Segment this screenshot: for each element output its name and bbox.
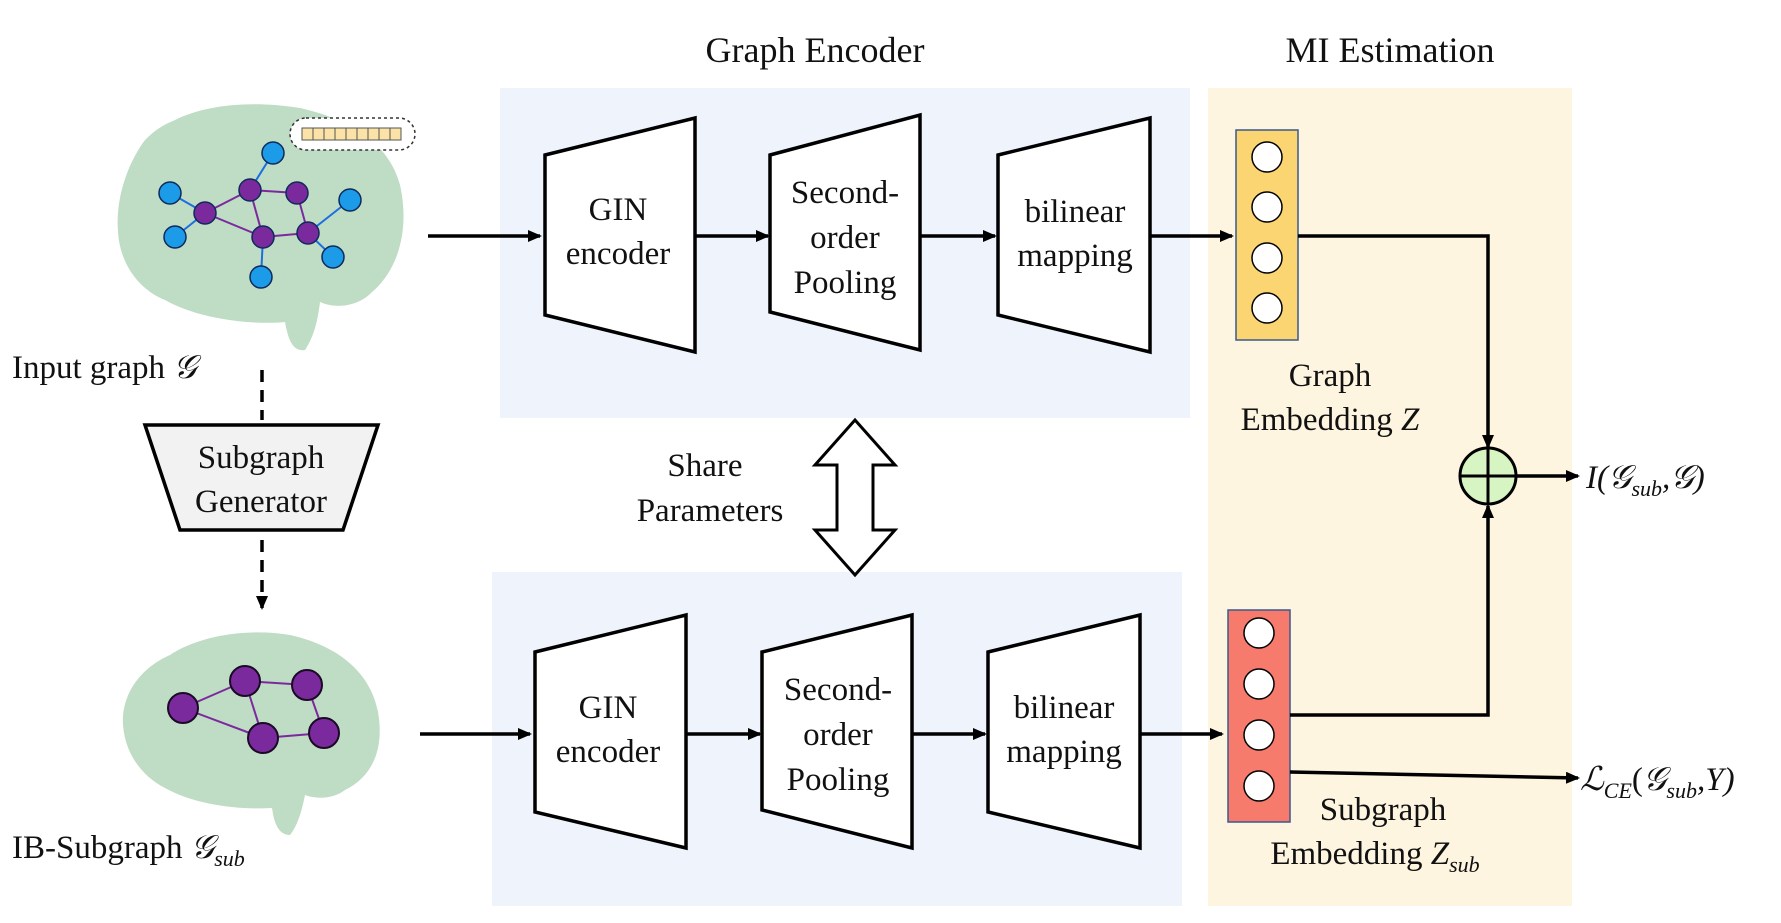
- embedding-unit: [1243, 668, 1275, 700]
- graph-embedding-label-line2: Embedding Z: [1241, 402, 1420, 438]
- ib-subgraph-brain: [122, 632, 380, 835]
- graph-node: [193, 201, 217, 225]
- node-feature-vector: [289, 117, 416, 151]
- second-order-pooling-bottom: Second- order Pooling: [760, 612, 914, 851]
- graph-encoder-title: Graph Encoder: [706, 30, 925, 70]
- svg-text:Subgraph: Subgraph: [198, 440, 325, 476]
- embedding-unit: [1243, 719, 1275, 751]
- feature-cell: [389, 127, 402, 141]
- graph-node: [249, 265, 273, 289]
- input-graph-label: Input graph 𝒢: [12, 350, 202, 386]
- feature-cell: [312, 127, 325, 141]
- svg-text:Generator: Generator: [195, 484, 327, 520]
- graph-node: [238, 178, 262, 202]
- graph-embedding-label-line1: Graph: [1289, 358, 1372, 394]
- mi-output-label: I(𝒢sub,𝒢): [1585, 460, 1705, 501]
- svg-text:Pooling: Pooling: [794, 265, 897, 301]
- svg-text:encoder: encoder: [566, 236, 670, 272]
- graph-node: [285, 181, 309, 205]
- embedding-unit: [1243, 617, 1275, 649]
- svg-text:order: order: [803, 717, 873, 753]
- embedding-unit: [1251, 141, 1283, 173]
- embedding-unit: [1251, 292, 1283, 324]
- feature-cell: [345, 127, 358, 141]
- svg-text:Second-: Second-: [791, 175, 899, 211]
- second-order-pooling-top: Second- order Pooling: [768, 112, 922, 353]
- graph-node: [247, 722, 279, 754]
- share-double-arrow-icon: [811, 417, 899, 578]
- svg-text:order: order: [810, 220, 880, 256]
- graph-node: [308, 717, 340, 749]
- feature-cell: [356, 127, 369, 141]
- feature-cell: [301, 127, 314, 141]
- graph-node: [296, 221, 320, 245]
- share-parameters: Share Parameters: [637, 417, 899, 578]
- ib-subgraph-label: IB-Subgraph 𝒢sub: [12, 830, 245, 871]
- bilinear-mapping-top: bilinear mapping: [996, 115, 1152, 355]
- feature-cell: [334, 127, 347, 141]
- svg-text:bilinear: bilinear: [1025, 194, 1126, 230]
- graph-node: [229, 665, 261, 697]
- input-graph-nodes: [158, 141, 362, 289]
- graph-node: [261, 141, 285, 165]
- subgraph-embedding-label-line1: Subgraph: [1320, 792, 1447, 828]
- feature-cells: [301, 127, 402, 141]
- graph-node: [251, 225, 275, 249]
- feature-cell: [367, 127, 380, 141]
- ce-output-label: ℒCE(𝒢sub,Y): [1580, 762, 1735, 803]
- svg-text:encoder: encoder: [556, 734, 660, 770]
- embedding-unit: [1243, 770, 1275, 802]
- svg-text:mapping: mapping: [1006, 734, 1121, 770]
- feature-cell: [378, 127, 391, 141]
- svg-text:GIN: GIN: [589, 192, 648, 228]
- svg-text:bilinear: bilinear: [1014, 690, 1115, 726]
- svg-text:Pooling: Pooling: [787, 762, 890, 798]
- connector-graph-to-oplus: [1298, 234, 1494, 449]
- subgraph-generator: Subgraph Generator: [142, 423, 381, 532]
- ib-subgraph-nodes: [167, 665, 340, 754]
- svg-text:mapping: mapping: [1017, 238, 1132, 274]
- mi-estimation-title: MI Estimation: [1286, 30, 1495, 70]
- svg-text:Parameters: Parameters: [637, 493, 784, 529]
- embedding-unit: [1251, 242, 1283, 274]
- oplus-icon: [1458, 446, 1518, 506]
- graph-embedding-vector: [1235, 129, 1299, 341]
- bilinear-mapping-bottom: bilinear mapping: [986, 612, 1142, 851]
- graph-node: [163, 225, 187, 249]
- svg-text:Share: Share: [667, 448, 742, 484]
- graph-node: [338, 188, 362, 212]
- subgraph-embedding-vector: [1227, 609, 1291, 823]
- gin-encoder-bottom: GIN encoder: [533, 612, 688, 851]
- graph-node: [167, 692, 199, 724]
- svg-text:Second-: Second-: [784, 672, 892, 708]
- graph-node: [321, 245, 345, 269]
- feature-cell: [323, 127, 336, 141]
- arrow-to-ce-loss: [1289, 770, 1580, 784]
- graph-node: [158, 181, 182, 205]
- input-brain-graph: [117, 104, 416, 351]
- embedding-unit: [1251, 191, 1283, 223]
- graph-node: [291, 669, 323, 701]
- gin-encoder-top: GIN encoder: [543, 115, 697, 355]
- connector-subgraph-to-oplus: [1290, 504, 1494, 717]
- svg-text:GIN: GIN: [579, 690, 638, 726]
- subgraph-embedding-label-line2: Embedding Zsub: [1270, 836, 1479, 877]
